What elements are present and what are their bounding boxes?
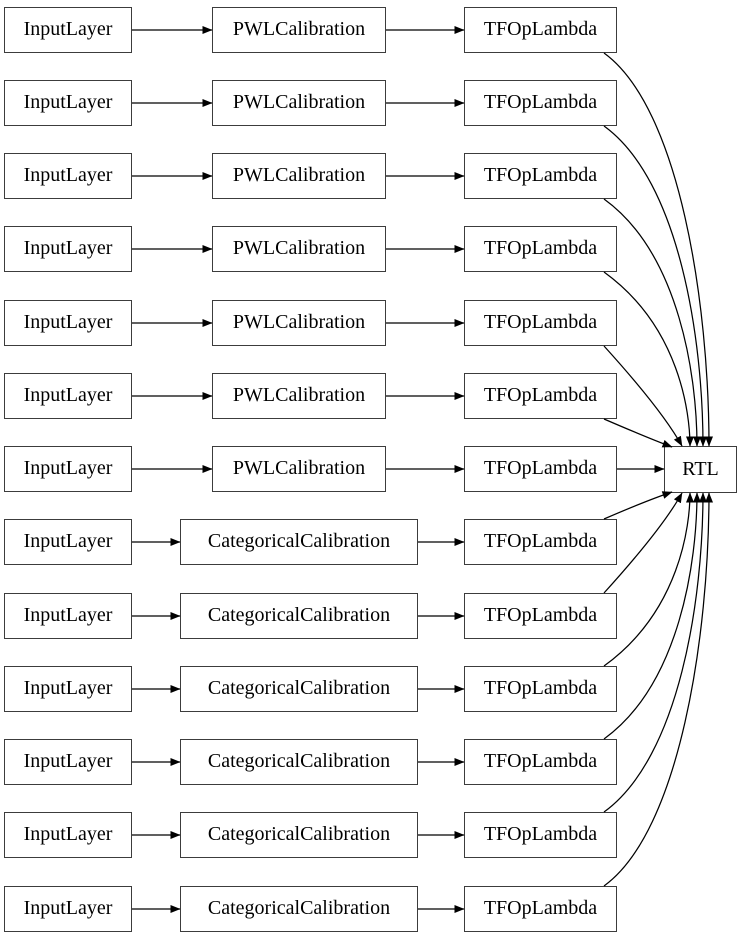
node-calibration: CategoricalCalibration [180,886,418,932]
node-rtl: RTL [664,446,737,493]
node-calibration-label: PWLCalibration [232,91,366,113]
node-tfop-lambda-label: TFOpLambda [483,604,598,626]
node-input-layer: InputLayer [4,666,132,712]
edge [603,492,701,740]
node-tfop-lambda: TFOpLambda [464,886,617,932]
node-tfop-lambda-label: TFOpLambda [483,677,598,699]
node-tfop-lambda-label: TFOpLambda [483,164,598,186]
node-input-layer: InputLayer [4,593,132,639]
node-input-layer: InputLayer [4,446,132,492]
edge [603,125,707,447]
node-input-layer: InputLayer [4,7,132,53]
node-calibration: PWLCalibration [212,80,386,126]
node-calibration: CategoricalCalibration [180,519,418,565]
edge [603,271,694,447]
node-input-layer: InputLayer [4,153,132,199]
node-calibration-label: CategoricalCalibration [207,530,391,552]
node-calibration-label: PWLCalibration [232,457,366,479]
node-tfop-lambda: TFOpLambda [464,666,617,712]
node-input-layer-label: InputLayer [23,823,113,845]
node-calibration-label: PWLCalibration [232,164,366,186]
node-calibration: CategoricalCalibration [180,666,418,712]
node-tfop-lambda: TFOpLambda [464,80,617,126]
node-tfop-lambda: TFOpLambda [464,226,617,272]
node-tfop-lambda-label: TFOpLambda [483,18,598,40]
node-calibration-label: CategoricalCalibration [207,823,391,845]
node-calibration-label: CategoricalCalibration [207,677,391,699]
edge [603,492,707,813]
node-tfop-lambda: TFOpLambda [464,7,617,53]
node-calibration-label: PWLCalibration [232,384,366,406]
node-input-layer-label: InputLayer [23,311,113,333]
node-tfop-lambda: TFOpLambda [464,153,617,199]
node-input-layer: InputLayer [4,739,132,785]
node-calibration: CategoricalCalibration [180,812,418,858]
node-input-layer: InputLayer [4,300,132,346]
node-tfop-lambda-label: TFOpLambda [483,237,598,259]
node-tfop-lambda-label: TFOpLambda [483,457,598,479]
node-input-layer-label: InputLayer [23,897,113,919]
node-calibration: CategoricalCalibration [180,739,418,785]
node-tfop-lambda-label: TFOpLambda [483,897,598,919]
node-calibration: PWLCalibration [212,300,386,346]
node-input-layer-label: InputLayer [23,750,113,772]
node-calibration: PWLCalibration [212,373,386,419]
node-input-layer-label: InputLayer [23,384,113,406]
node-calibration-label: PWLCalibration [232,18,366,40]
node-tfop-lambda: TFOpLambda [464,739,617,785]
node-tfop-lambda: TFOpLambda [464,300,617,346]
node-tfop-lambda: TFOpLambda [464,446,617,492]
node-input-layer-label: InputLayer [23,604,113,626]
node-calibration-label: PWLCalibration [232,311,366,333]
node-input-layer-label: InputLayer [23,164,113,186]
node-calibration-label: PWLCalibration [232,237,366,259]
node-input-layer: InputLayer [4,373,132,419]
node-input-layer-label: InputLayer [23,91,113,113]
node-tfop-lambda-label: TFOpLambda [483,530,598,552]
node-calibration: PWLCalibration [212,7,386,53]
node-input-layer-label: InputLayer [23,677,113,699]
node-calibration: PWLCalibration [212,446,386,492]
edge [603,52,713,447]
node-tfop-lambda-label: TFOpLambda [483,384,598,406]
node-tfop-lambda-label: TFOpLambda [483,823,598,845]
node-tfop-lambda-label: TFOpLambda [483,91,598,113]
node-input-layer-label: InputLayer [23,18,113,40]
node-calibration-label: CategoricalCalibration [207,750,391,772]
node-calibration: PWLCalibration [212,153,386,199]
node-tfop-lambda-label: TFOpLambda [483,750,598,772]
node-tfop-lambda-label: TFOpLambda [483,311,598,333]
node-tfop-lambda: TFOpLambda [464,373,617,419]
edge [603,198,701,447]
node-tfop-lambda: TFOpLambda [464,812,617,858]
node-input-layer: InputLayer [4,80,132,126]
node-tfop-lambda: TFOpLambda [464,593,617,639]
node-calibration-label: CategoricalCalibration [207,604,391,626]
edge [603,491,673,520]
node-input-layer-label: InputLayer [23,457,113,479]
node-rtl-label: RTL [682,457,719,480]
node-input-layer: InputLayer [4,886,132,932]
node-input-layer: InputLayer [4,812,132,858]
node-input-layer: InputLayer [4,226,132,272]
edge [603,492,713,887]
node-input-layer-label: InputLayer [23,237,113,259]
node-tfop-lambda: TFOpLambda [464,519,617,565]
node-calibration: PWLCalibration [212,226,386,272]
node-input-layer-label: InputLayer [23,530,113,552]
node-calibration-label: CategoricalCalibration [207,897,391,919]
edge [603,418,673,448]
node-calibration: CategoricalCalibration [180,593,418,639]
node-input-layer: InputLayer [4,519,132,565]
